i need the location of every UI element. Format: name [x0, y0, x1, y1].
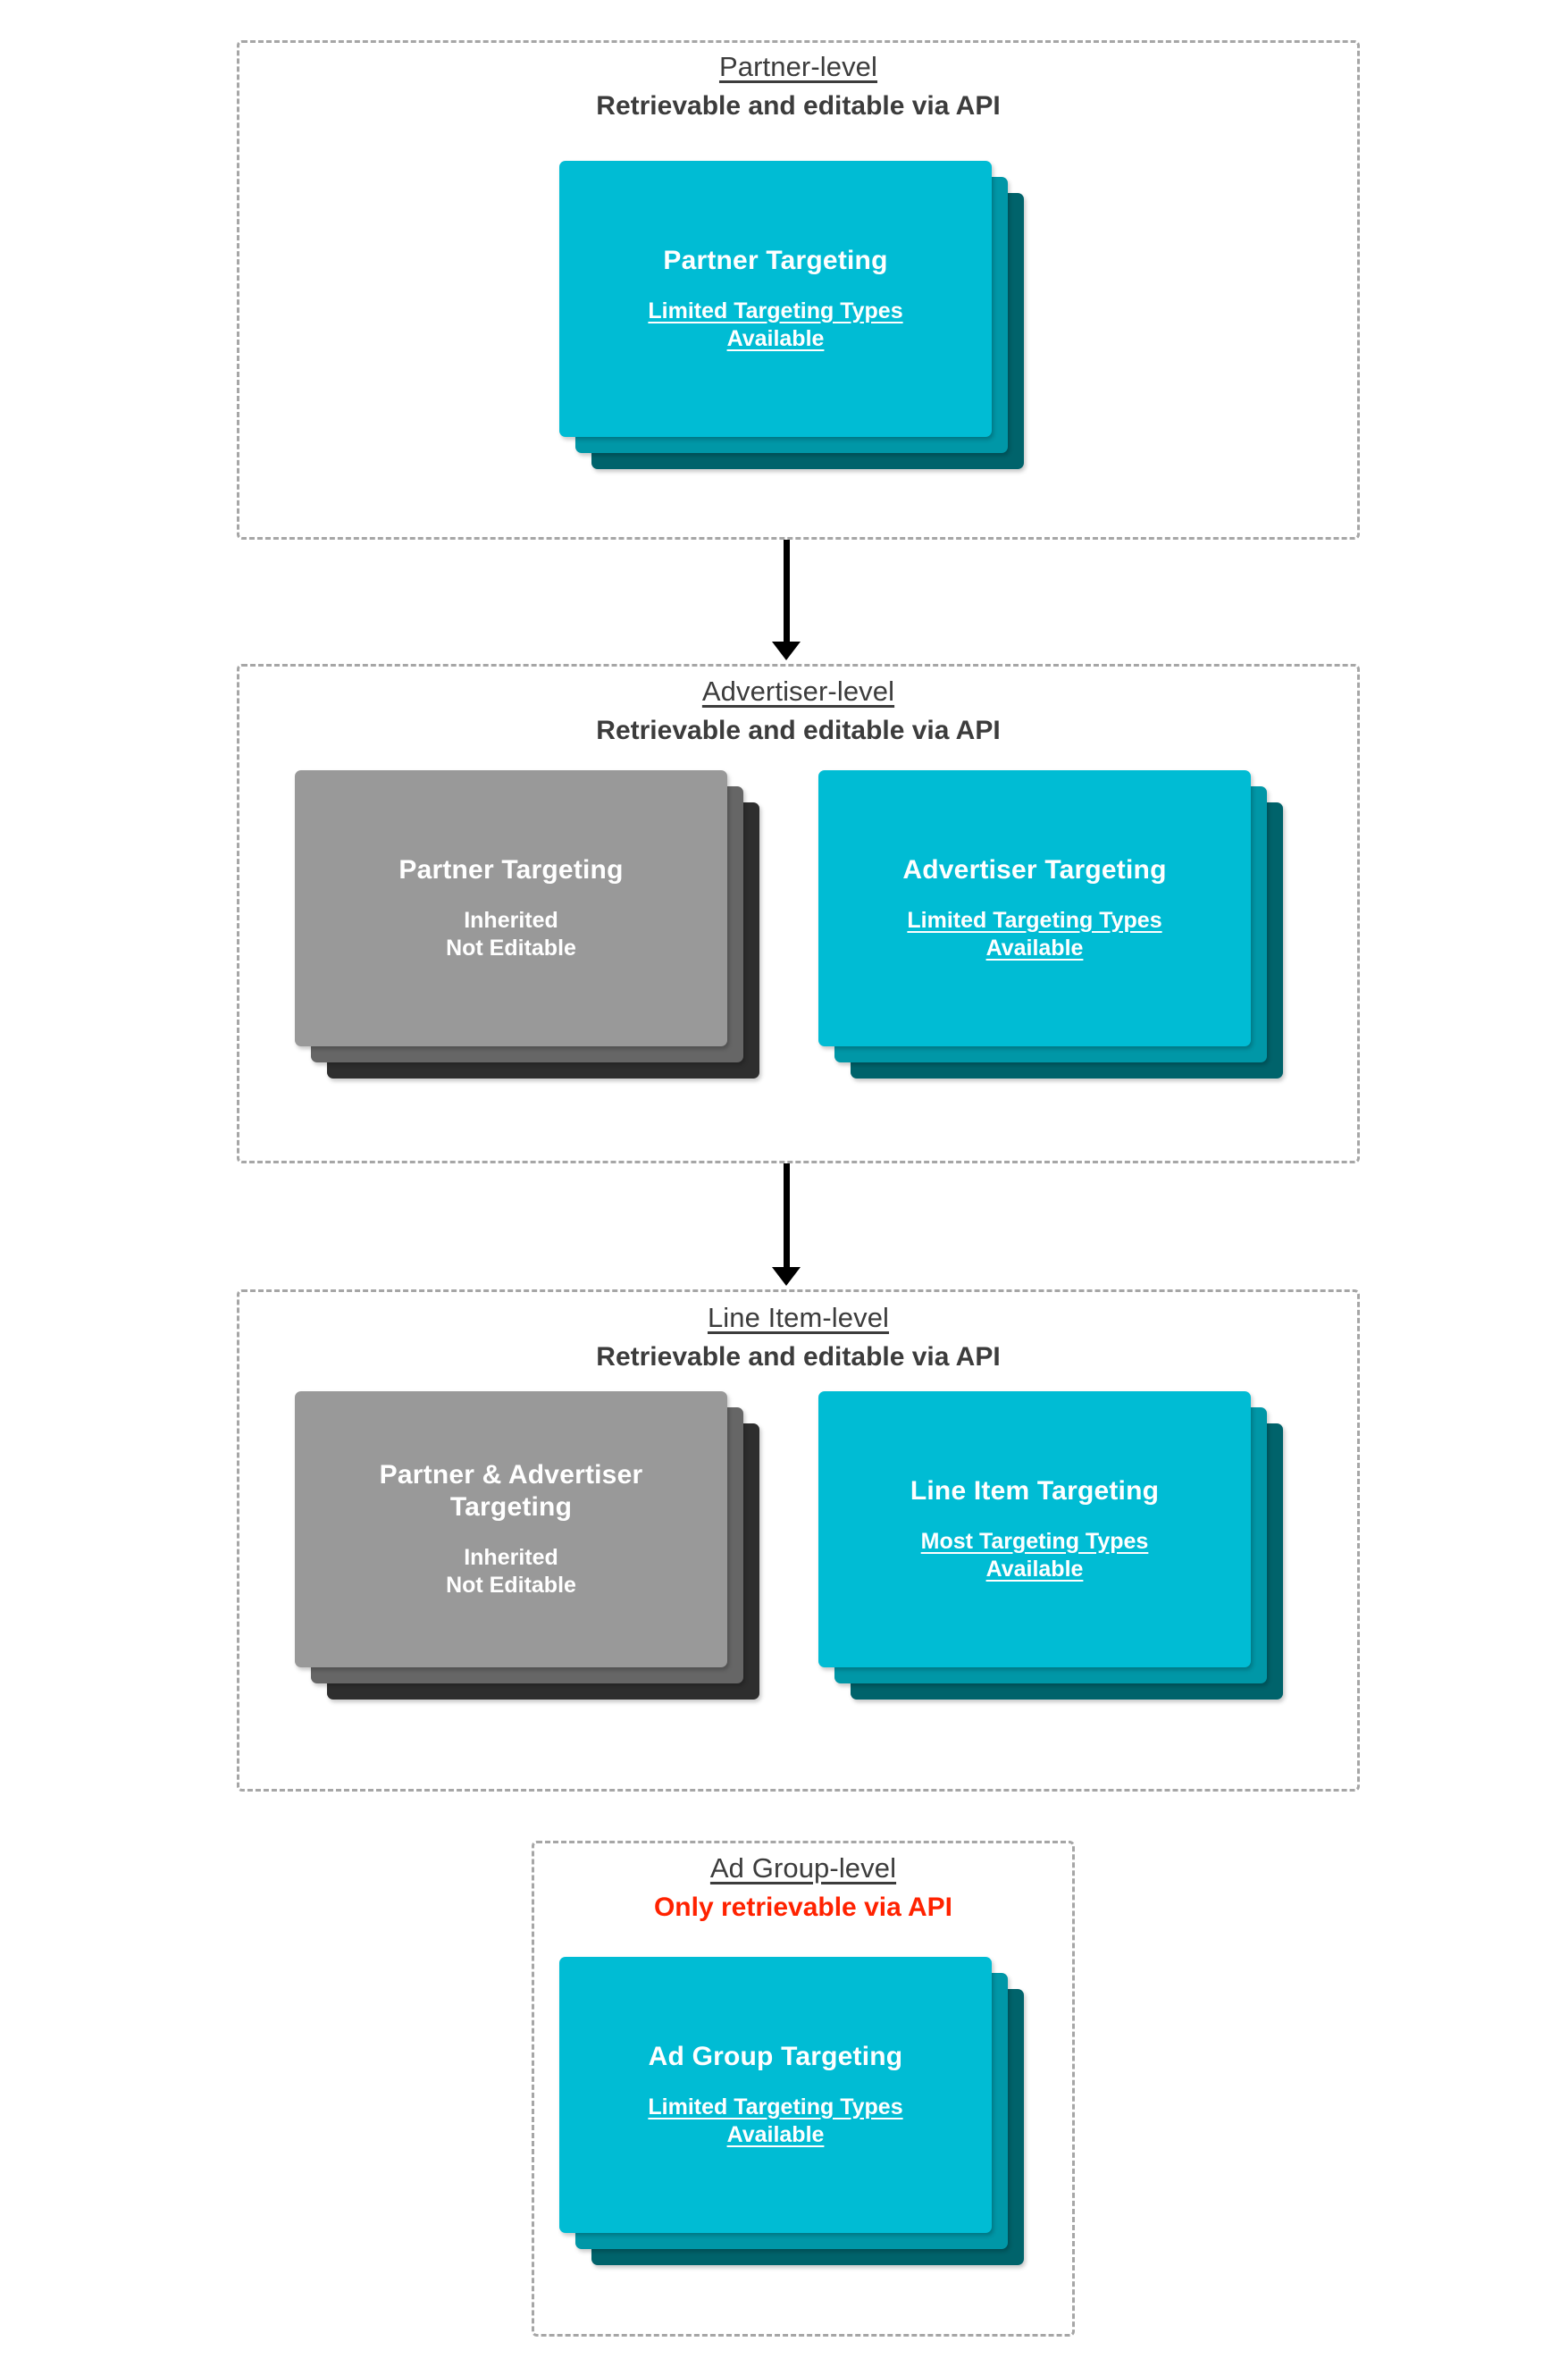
card-subtitle-line-1: Inherited	[464, 907, 558, 933]
card-inherited-partner-advertiser-targeting[interactable]: Partner & Advertiser Targeting Inherited…	[295, 1391, 727, 1667]
card-line-item-targeting[interactable]: Line Item Targeting Most Targeting Types…	[818, 1391, 1251, 1667]
card-subtitle-line-2: Not Editable	[446, 935, 576, 961]
card-subtitle: Inherited Not Editable	[446, 1544, 576, 1600]
card-subtitle-line-1: Most Targeting Types	[920, 1528, 1149, 1554]
card-subtitle: Limited Targeting Types Available	[648, 2094, 902, 2150]
card-inherited-partner-targeting[interactable]: Partner Targeting Inherited Not Editable	[295, 770, 727, 1046]
card-subtitle: Inherited Not Editable	[446, 907, 576, 963]
level-container-advertiser	[237, 664, 1360, 1163]
connector-arrowhead-partner-to-advertiser	[772, 642, 801, 660]
connector-arrowhead-advertiser-to-lineitem	[772, 1267, 801, 1286]
card-advertiser-targeting[interactable]: Advertiser Targeting Limited Targeting T…	[818, 770, 1251, 1046]
card-partner-targeting[interactable]: Partner Targeting Limited Targeting Type…	[559, 161, 992, 437]
card-title-line-2: Targeting	[449, 1492, 573, 1523]
card-subtitle-line-2: Available	[985, 935, 1084, 961]
card-subtitle-line-1: Limited Targeting Types	[648, 298, 903, 323]
card-subtitle: Most Targeting Types Available	[921, 1528, 1149, 1584]
connector-partner-to-advertiser	[784, 540, 790, 645]
level-container-partner	[237, 40, 1360, 540]
card-stack-ad-group-targeting[interactable]: Ad Group Targeting Limited Targeting Typ…	[559, 1957, 1024, 2265]
card-title-line-1: Partner & Advertiser	[379, 1459, 643, 1490]
connector-advertiser-to-lineitem	[784, 1163, 790, 1271]
card-stack-partner-targeting[interactable]: Partner Targeting Limited Targeting Type…	[559, 161, 1024, 469]
card-subtitle: Limited Targeting Types Available	[648, 298, 902, 354]
card-subtitle: Limited Targeting Types Available	[907, 907, 1161, 963]
card-title: Line Item Targeting	[910, 1475, 1160, 1506]
card-subtitle-line-2: Available	[726, 325, 825, 351]
card-title: Ad Group Targeting	[648, 2041, 903, 2071]
card-title: Advertiser Targeting	[902, 854, 1167, 885]
level-container-adgroup	[532, 1841, 1075, 2337]
card-stack-line-item-targeting[interactable]: Line Item Targeting Most Targeting Types…	[818, 1391, 1283, 1740]
card-subtitle-line-2: Not Editable	[446, 1573, 576, 1599]
card-ad-group-targeting[interactable]: Ad Group Targeting Limited Targeting Typ…	[559, 1957, 992, 2233]
card-subtitle-line-1: Limited Targeting Types	[907, 907, 1162, 933]
card-subtitle-line-1: Limited Targeting Types	[648, 2094, 903, 2119]
card-title: Partner & Advertiser Targeting	[380, 1459, 643, 1524]
card-stack-lineitem-inherited[interactable]: Partner & Advertiser Targeting Inherited…	[295, 1391, 759, 1740]
card-title: Partner Targeting	[663, 245, 888, 275]
card-subtitle-line-1: Inherited	[464, 1544, 558, 1570]
card-stack-advertiser-inherited-partner[interactable]: Partner Targeting Inherited Not Editable	[295, 770, 759, 1119]
card-title: Partner Targeting	[398, 854, 624, 885]
card-subtitle-line-2: Available	[985, 1556, 1084, 1582]
level-container-lineitem	[237, 1289, 1360, 1792]
card-stack-advertiser-targeting[interactable]: Advertiser Targeting Limited Targeting T…	[818, 770, 1283, 1119]
card-subtitle-line-2: Available	[726, 2121, 825, 2147]
